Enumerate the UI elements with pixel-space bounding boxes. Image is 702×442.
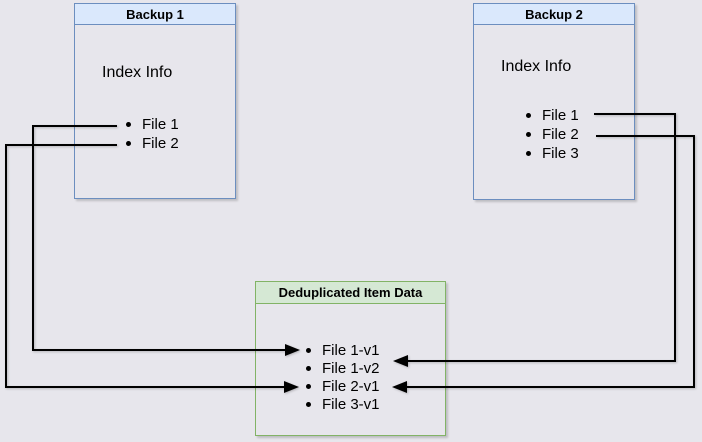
backup1-file-list: File 1 File 2 — [126, 115, 179, 153]
list-item: File 2-v1 — [306, 377, 380, 395]
backup2-box: Backup 2 Index Info File 1 File 2 File 3 — [473, 3, 635, 200]
file-label: File 2 — [542, 126, 579, 143]
dedup-title: Deduplicated Item Data — [256, 282, 445, 304]
dedup-item-list: File 1-v1 File 1-v2 File 2-v1 File 3-v1 — [306, 341, 380, 413]
list-item: File 3-v1 — [306, 395, 380, 413]
list-item: File 1-v1 — [306, 341, 380, 359]
backup2-file-list: File 1 File 2 File 3 — [526, 106, 579, 163]
bullet-icon — [526, 132, 531, 137]
list-item: File 1-v2 — [306, 359, 380, 377]
backup2-title: Backup 2 — [474, 4, 634, 25]
backup2-subtitle: Index Info — [501, 58, 572, 75]
bullet-icon — [306, 383, 311, 389]
list-item: File 1 — [126, 115, 179, 134]
file-label: File 3 — [542, 145, 579, 162]
bullet-icon — [306, 365, 311, 371]
backup1-title: Backup 1 — [75, 4, 235, 25]
file-label: File 1 — [542, 107, 579, 124]
list-item: File 2 — [526, 125, 579, 144]
bullet-icon — [306, 401, 311, 407]
dedup-item-label: File 1-v1 — [322, 341, 380, 359]
list-item: File 1 — [526, 106, 579, 125]
bullet-icon — [526, 113, 531, 118]
backup1-subtitle: Index Info — [102, 64, 173, 81]
list-item: File 3 — [526, 144, 579, 163]
file-label: File 1 — [142, 116, 179, 133]
backup1-box: Backup 1 Index Info File 1 File 2 — [74, 3, 236, 199]
bullet-icon — [126, 122, 131, 127]
bullet-icon — [306, 347, 311, 353]
dedup-box: Deduplicated Item Data File 1-v1 File 1-… — [255, 281, 446, 436]
list-item: File 2 — [126, 134, 179, 153]
bullet-icon — [526, 151, 531, 156]
file-label: File 2 — [142, 135, 179, 152]
dedup-item-label: File 3-v1 — [322, 395, 380, 413]
bullet-icon — [126, 141, 131, 146]
dedup-item-label: File 1-v2 — [322, 359, 380, 377]
dedup-item-label: File 2-v1 — [322, 377, 380, 395]
